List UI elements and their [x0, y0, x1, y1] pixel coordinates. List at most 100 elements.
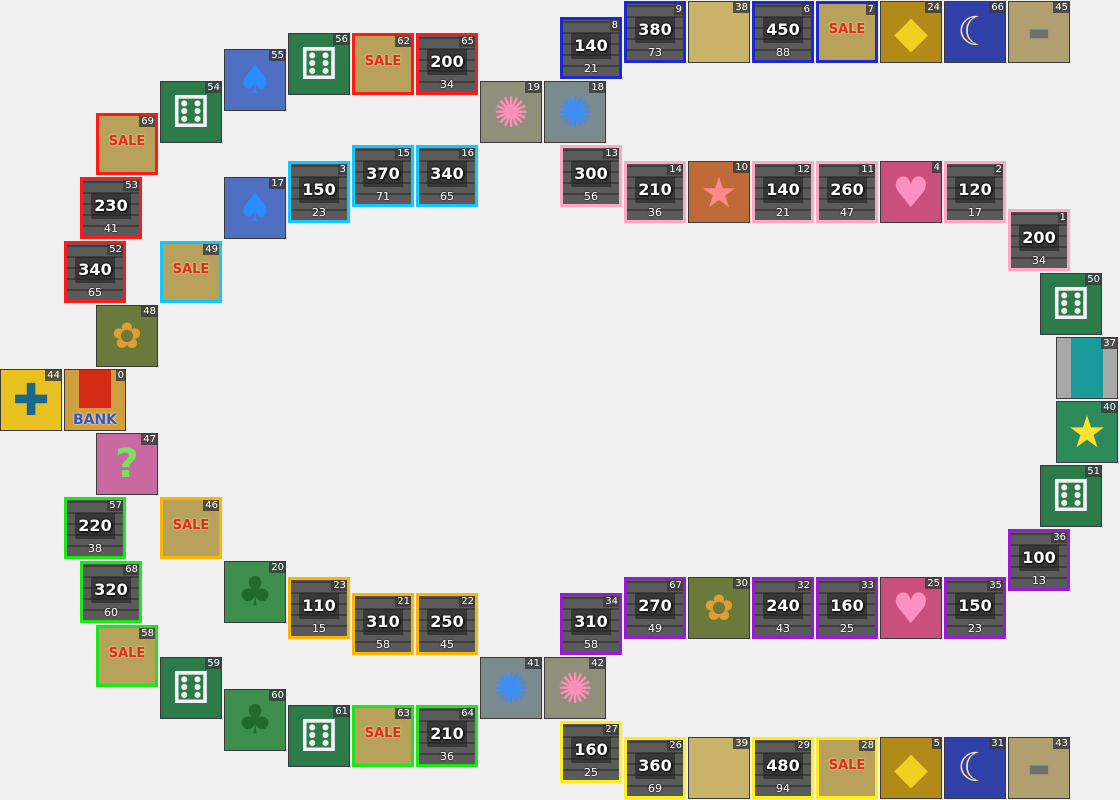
- square-index: 56: [333, 34, 349, 45]
- board-square-24[interactable]: ◆24: [880, 1, 942, 63]
- board-square-59[interactable]: ⚅59: [160, 657, 222, 719]
- board-square-20[interactable]: ♣20: [224, 561, 286, 623]
- square-index: 8: [609, 20, 619, 31]
- board-square-31[interactable]: ☾31: [944, 737, 1006, 799]
- square-index: 69: [139, 116, 155, 127]
- square-index: 13: [603, 148, 619, 159]
- board-square-40[interactable]: ★40: [1056, 401, 1118, 463]
- board-square-19[interactable]: ✺19: [480, 81, 542, 143]
- board-square-38[interactable]: 38: [688, 1, 750, 63]
- square-index: 9: [673, 4, 683, 15]
- board-square-60[interactable]: ♣60: [224, 689, 286, 751]
- shop-price: 150: [302, 180, 336, 199]
- board-square-5[interactable]: ◆5: [880, 737, 942, 799]
- shop-rent: 23: [968, 622, 982, 635]
- sale-label: SALE: [828, 758, 866, 773]
- board-square-44[interactable]: ✚44: [0, 369, 62, 431]
- stepping-stones-icon: ▬: [1027, 18, 1051, 46]
- board-square-55[interactable]: ♠55: [224, 49, 286, 111]
- shop-price: 160: [830, 596, 864, 615]
- board-square-54[interactable]: ⚅54: [160, 81, 222, 143]
- square-index: 59: [205, 658, 221, 669]
- board-square-66[interactable]: ☾66: [944, 1, 1006, 63]
- board-square-42[interactable]: ✺42: [544, 657, 606, 719]
- board-square-43[interactable]: ▬43: [1008, 737, 1070, 799]
- board-square-47[interactable]: ?47: [96, 433, 158, 495]
- board-square-37[interactable]: 37: [1056, 337, 1118, 399]
- bank-label: BANK: [72, 412, 118, 428]
- square-index: 7: [865, 4, 875, 15]
- shop-rent: 13: [1032, 574, 1046, 587]
- board-square-45[interactable]: ▬45: [1008, 1, 1070, 63]
- square-index: 17: [269, 178, 285, 189]
- shop-rent: 88: [776, 46, 790, 59]
- spade-icon: ♠: [237, 57, 273, 103]
- board-square-50[interactable]: ⚅50: [1040, 273, 1102, 335]
- square-index: 43: [1053, 738, 1069, 749]
- board-square-25[interactable]: ♥25: [880, 577, 942, 639]
- board-square-48[interactable]: ✿48: [96, 305, 158, 367]
- square-index: 34: [603, 596, 619, 607]
- board-square-56[interactable]: ⚅56: [288, 33, 350, 95]
- board-square-39[interactable]: 39: [688, 737, 750, 799]
- shop-price: 310: [366, 612, 400, 631]
- board-square-10[interactable]: ★10: [688, 161, 750, 223]
- board-square-30[interactable]: ✿30: [688, 577, 750, 639]
- shop-price: 480: [766, 756, 800, 775]
- square-index: 49: [203, 244, 219, 255]
- square-index: 38: [733, 2, 749, 13]
- square-index: 33: [859, 580, 875, 591]
- shop-price: 450: [766, 20, 800, 39]
- shop-price: 270: [638, 596, 672, 615]
- shop-price: 340: [78, 260, 112, 279]
- heart-icon: ♥: [892, 583, 930, 633]
- board-square-41[interactable]: ✺41: [480, 657, 542, 719]
- board-square-61[interactable]: ⚅61: [288, 705, 350, 767]
- board-square-17[interactable]: ♠17: [224, 177, 286, 239]
- board-square-18[interactable]: ✺18: [544, 81, 606, 143]
- board-square-4[interactable]: ♥4: [880, 161, 942, 223]
- square-index: 63: [395, 708, 411, 719]
- board-square-51[interactable]: ⚅51: [1040, 465, 1102, 527]
- shop-price: 380: [638, 20, 672, 39]
